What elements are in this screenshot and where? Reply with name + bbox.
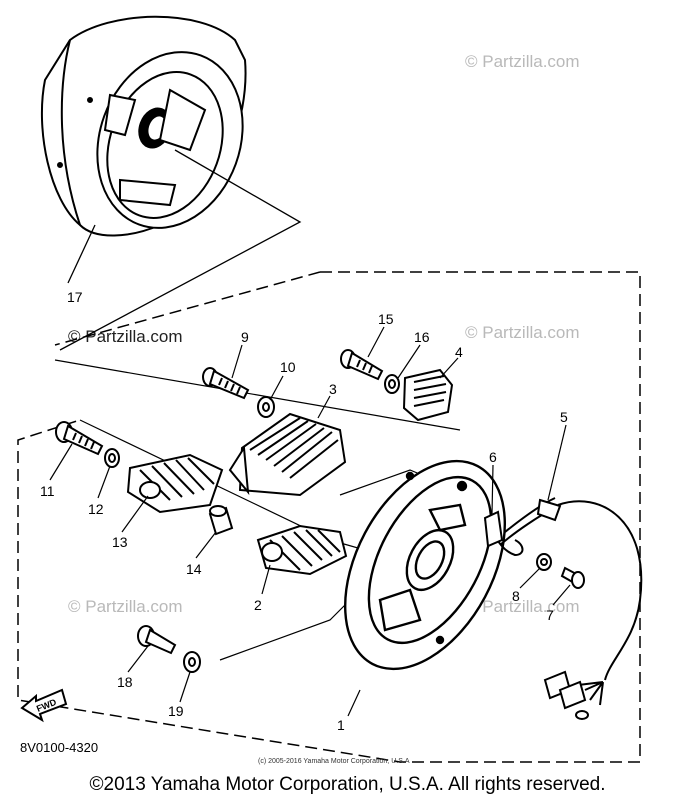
leader-line: [59, 149, 302, 351]
stator-base-plate: [343, 459, 507, 671]
callout-18: 18: [117, 674, 133, 690]
callout-leaders: [49, 326, 571, 717]
callout-9: 9: [241, 329, 249, 345]
inner-copyright: (c) 2005-2016 Yamaha Motor Corporation, …: [258, 758, 410, 765]
callout-12: 12: [88, 501, 104, 517]
bolt: [137, 625, 177, 655]
flywheel-rotor: [40, 15, 247, 237]
charging-coil: [126, 453, 224, 514]
bolt: [340, 349, 384, 381]
leader-line: [67, 224, 96, 284]
callout-11: 11: [40, 483, 55, 499]
wire-clamp: [483, 510, 504, 548]
pickup-coil: [402, 368, 454, 422]
diagram-code: 8V0100-4320: [20, 740, 98, 755]
leader-line: [54, 359, 461, 431]
bolt: [55, 421, 104, 456]
lighting-coil: [256, 524, 348, 576]
wire-harness: [484, 497, 643, 720]
watermark: © Partzilla.com: [465, 52, 580, 71]
watermark: © Partzilla.com: [465, 597, 580, 616]
collar: [208, 505, 234, 536]
fwd-arrow: FWD: [20, 688, 68, 723]
callout-5: 5: [560, 409, 568, 425]
callout-10: 10: [280, 359, 296, 375]
callout-6: 6: [489, 449, 497, 465]
washer: [183, 651, 201, 673]
washer: [257, 396, 275, 418]
callout-7: 7: [546, 607, 554, 623]
callout-19: 19: [168, 703, 184, 719]
callout-3: 3: [329, 381, 337, 397]
watermark: © Partzilla.com: [68, 327, 183, 346]
callout-4: 4: [455, 344, 463, 360]
exploded-parts-diagram: © Partzilla.com © Partzilla.com © Partzi…: [17, 15, 643, 765]
callout-1: 1: [337, 717, 345, 733]
bolt: [202, 367, 250, 400]
callout-14: 14: [186, 561, 202, 577]
source-coil: [228, 412, 347, 497]
callout-8: 8: [512, 588, 520, 604]
watermark: © Partzilla.com: [68, 597, 183, 616]
assembly-boundary: [54, 271, 321, 346]
footer-copyright: ©2013 Yamaha Motor Corporation, U.S.A. A…: [89, 774, 606, 795]
callout-15: 15: [378, 311, 394, 327]
callout-17: 17: [67, 289, 83, 305]
watermark: © Partzilla.com: [465, 323, 580, 342]
callout-16: 16: [414, 329, 430, 345]
callout-13: 13: [112, 534, 128, 550]
washer: [384, 374, 400, 394]
screw: [560, 566, 585, 589]
washer: [536, 553, 552, 571]
callout-2: 2: [254, 597, 262, 613]
washer: [104, 448, 120, 468]
assembly-boundary: [17, 271, 641, 763]
leader-line: [219, 589, 361, 661]
